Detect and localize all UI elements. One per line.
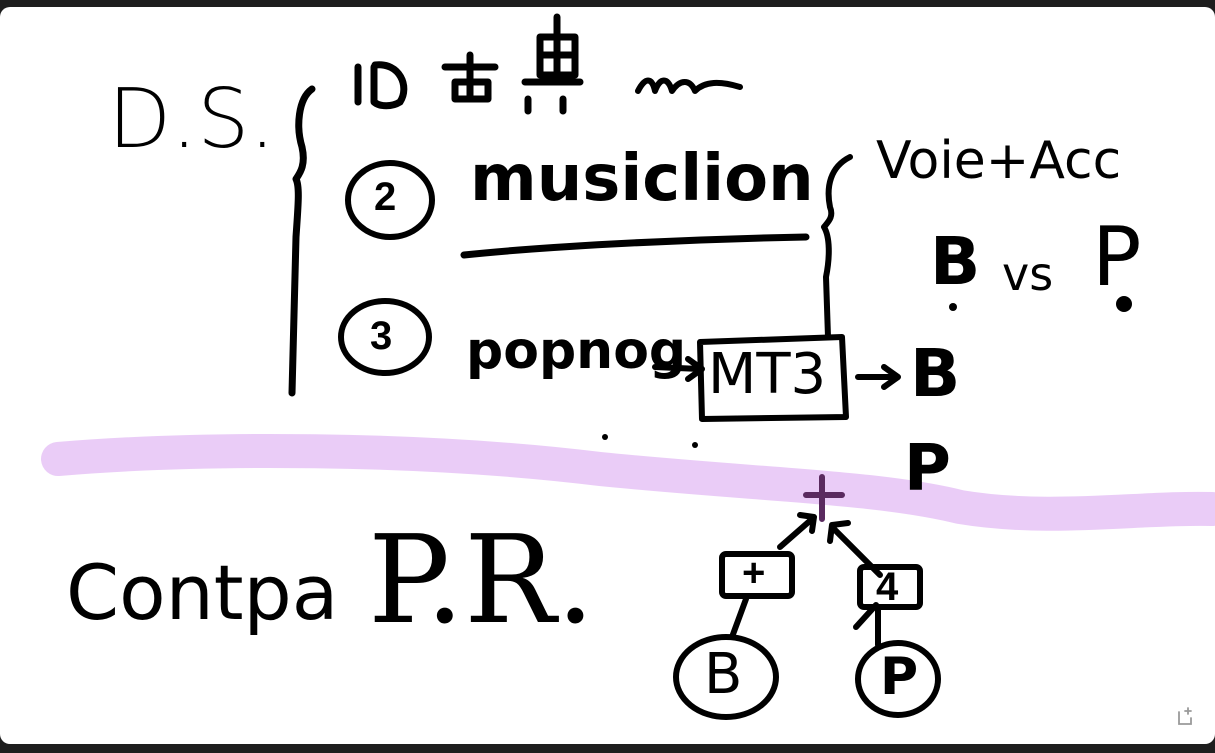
result-b: B (910, 335, 961, 412)
p-label-on-divider: P (904, 432, 951, 506)
pr-text: P.R. (368, 509, 595, 651)
tree-right-leaf-label: P (880, 647, 919, 707)
left-brace (288, 85, 316, 397)
tree-right-box (857, 564, 923, 610)
highlighter-divider (41, 433, 1215, 531)
item2-marker: 2 (374, 175, 397, 219)
mt3-label: MT3 (708, 342, 827, 407)
tree-root-plus (803, 474, 845, 522)
item1-marker-stroke (354, 61, 408, 110)
ink-layer (41, 13, 1215, 720)
item1-char-gu (441, 51, 499, 103)
b-dot (949, 303, 957, 311)
new-window-icon-svg (1178, 707, 1192, 725)
arrow-to-b (855, 364, 901, 390)
title-ds: D.S. (108, 72, 276, 167)
drawing-canvas[interactable]: D.S. 2 musiclion 3 popnog MT3 B Voie+Acc… (0, 7, 1215, 744)
item2-underline (460, 233, 810, 259)
tree-right-leaf-circle (855, 640, 941, 718)
tree-right-box-label: 4 (876, 565, 899, 609)
p-dot (1116, 296, 1132, 312)
item1-char-dian (521, 13, 584, 115)
voice-acc-text: Voie+Acc (876, 131, 1122, 191)
tree-edge-left-leaf (729, 596, 749, 640)
new-window-icon[interactable] (1175, 706, 1197, 728)
tree-left-leaf-label: B (704, 642, 743, 707)
item1-scribble (635, 77, 743, 94)
p-letter: P (1092, 210, 1142, 305)
dot-2 (692, 442, 698, 448)
contpa-text: Contpa (66, 548, 339, 637)
tree-left-leaf-circle (673, 634, 779, 720)
item2-text: musiclion (470, 142, 814, 216)
item2-marker-circle (345, 160, 435, 240)
item3-text: popnog (466, 321, 687, 381)
tree-left-box (719, 551, 795, 599)
dot-1 (602, 434, 608, 440)
tree-edge-right-leaf (853, 602, 881, 648)
b-letter: B (930, 223, 981, 300)
right-brace (821, 154, 853, 340)
item3-marker-circle (338, 298, 432, 376)
mt3-box (697, 334, 849, 422)
vs-text: vs (1002, 247, 1054, 301)
tree-edge-left (777, 512, 817, 550)
tree-left-box-label: + (742, 551, 766, 595)
item3-marker: 3 (370, 314, 393, 358)
